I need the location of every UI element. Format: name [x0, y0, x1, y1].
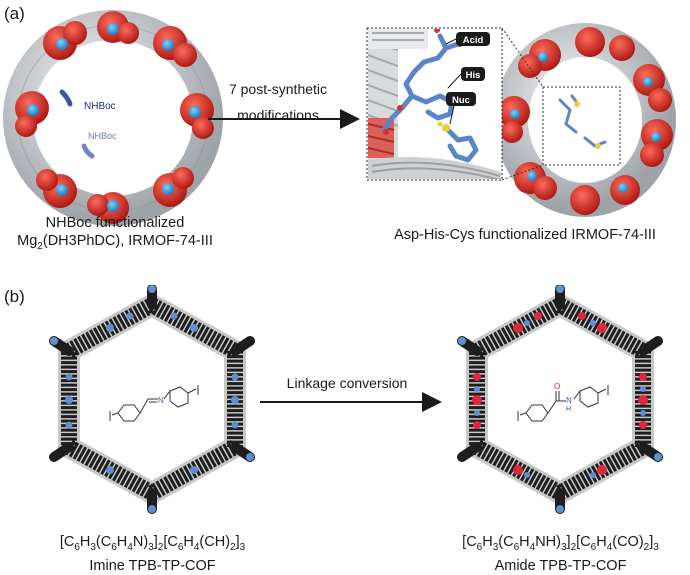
tag-his: His [466, 70, 481, 81]
tag-nuc: Nuc [452, 95, 470, 106]
formula-subscript: 6 [111, 541, 117, 553]
arrow-a-label: 7 post-synthetic modifications [208, 80, 348, 124]
formula-subscript: 3 [90, 541, 96, 553]
arrow-a-label-line1: 7 post-synthetic [228, 81, 328, 97]
formula-subscript: 4 [193, 541, 200, 553]
formula-subscript: 6 [74, 541, 80, 553]
panel-b-graphics: N [49, 285, 663, 514]
amide-o-label: O [554, 382, 560, 391]
formula-subscript: 4 [127, 541, 133, 553]
caption-b-left: [C6H3(C6H4N)3]2[C6H4(CH)2]3 Imine TPB-TP… [40, 533, 265, 575]
amide-n-label: N [566, 396, 572, 405]
caption-a-left-line1: NHBoc functionalized [45, 215, 185, 231]
formula-text: H [482, 534, 493, 550]
formula-text: [C [462, 534, 477, 550]
formula-subscript: 3 [492, 541, 499, 553]
arrow-a-label-line2: modifications [237, 107, 319, 123]
formula-subscript: 6 [177, 541, 184, 553]
formula-subscript: 3 [148, 541, 154, 553]
panel-label-a: (a) [4, 4, 25, 23]
formula-subscript: 6 [476, 541, 483, 553]
formula-subscript: 3 [653, 541, 659, 553]
formula-text: [C [59, 534, 75, 550]
formula-text: (C [498, 534, 514, 550]
formula-text: ] [153, 534, 158, 550]
formula-subscript: 2 [157, 541, 164, 553]
tag-acid: Acid [463, 35, 484, 46]
amide-h-label: H [566, 406, 571, 413]
formula-text: ] [566, 534, 571, 550]
panel-label-b: (b) [4, 287, 25, 306]
formula-text: H [183, 534, 194, 550]
formula-text: H [116, 534, 128, 550]
caption-a-right: Asp-His-Cys functionalized IRMOF-74-III [394, 227, 656, 243]
panel-a-graphics: NHBoc NHBoc [3, 10, 676, 226]
caption-b-right: [C6H3(C6H4NH)3]2[C6H4(CO)2]3 Amide TPB-T… [438, 533, 683, 575]
formula-text: ] [649, 534, 654, 550]
mof-ring-right [494, 23, 676, 217]
cof-hexagon-imine: N [49, 285, 255, 514]
formula-text: NH) [535, 534, 561, 550]
formula-text: H [596, 534, 607, 550]
formula-subscript: 4 [529, 541, 536, 553]
formula-text: [C [576, 534, 591, 550]
nhboc-label-1: NHBoc [84, 101, 116, 112]
formula-subscript: 4 [606, 541, 613, 553]
formula-text: [C [163, 534, 178, 550]
formula-text: H [79, 534, 91, 550]
caption-b-right-name: Amide TPB-TP-COF [494, 557, 627, 574]
formula-text: H [519, 534, 530, 550]
zoom-lines [501, 27, 544, 181]
formula-text: (CH) [199, 534, 231, 550]
cof-hexagon-amide: O H N [457, 285, 663, 514]
arrow-b-label: Linkage conversion [286, 375, 408, 391]
formula-text: N) [132, 534, 149, 550]
formula-text: (C [95, 534, 112, 550]
formula-subscript: 2 [570, 541, 577, 553]
formula-subscript: 6 [590, 541, 597, 553]
formula-text: (CO) [612, 534, 644, 550]
formula-text: ] [235, 534, 240, 550]
caption-b-left-formula: [C6H3(C6H4N)3]2[C6H4(CH)2]3 [40, 533, 265, 557]
zoom-inset: Acid His Nuc [366, 27, 503, 181]
formula-subscript: 2 [643, 541, 650, 553]
caption-a-left: NHBoc functionalized Mg2(DH3PhDC), IRMOF… [10, 214, 220, 256]
formula-subscript: 2 [230, 541, 236, 553]
mof-ring-left: NHBoc NHBoc [3, 10, 223, 226]
formula-subscript: 3 [239, 541, 246, 553]
caption-b-left-name: Imine TPB-TP-COF [89, 557, 216, 574]
imine-n-label: N [158, 396, 164, 405]
caption-a-left-line2: Mg2(DH3PhDC), IRMOF-74-III [17, 233, 213, 252]
formula-subscript: 6 [513, 541, 520, 553]
caption-b-right-formula: [C6H3(C6H4NH)3]2[C6H4(CO)2]3 [438, 533, 683, 557]
nhboc-label-2: NHBoc [88, 131, 117, 141]
formula-subscript: 3 [560, 541, 567, 553]
